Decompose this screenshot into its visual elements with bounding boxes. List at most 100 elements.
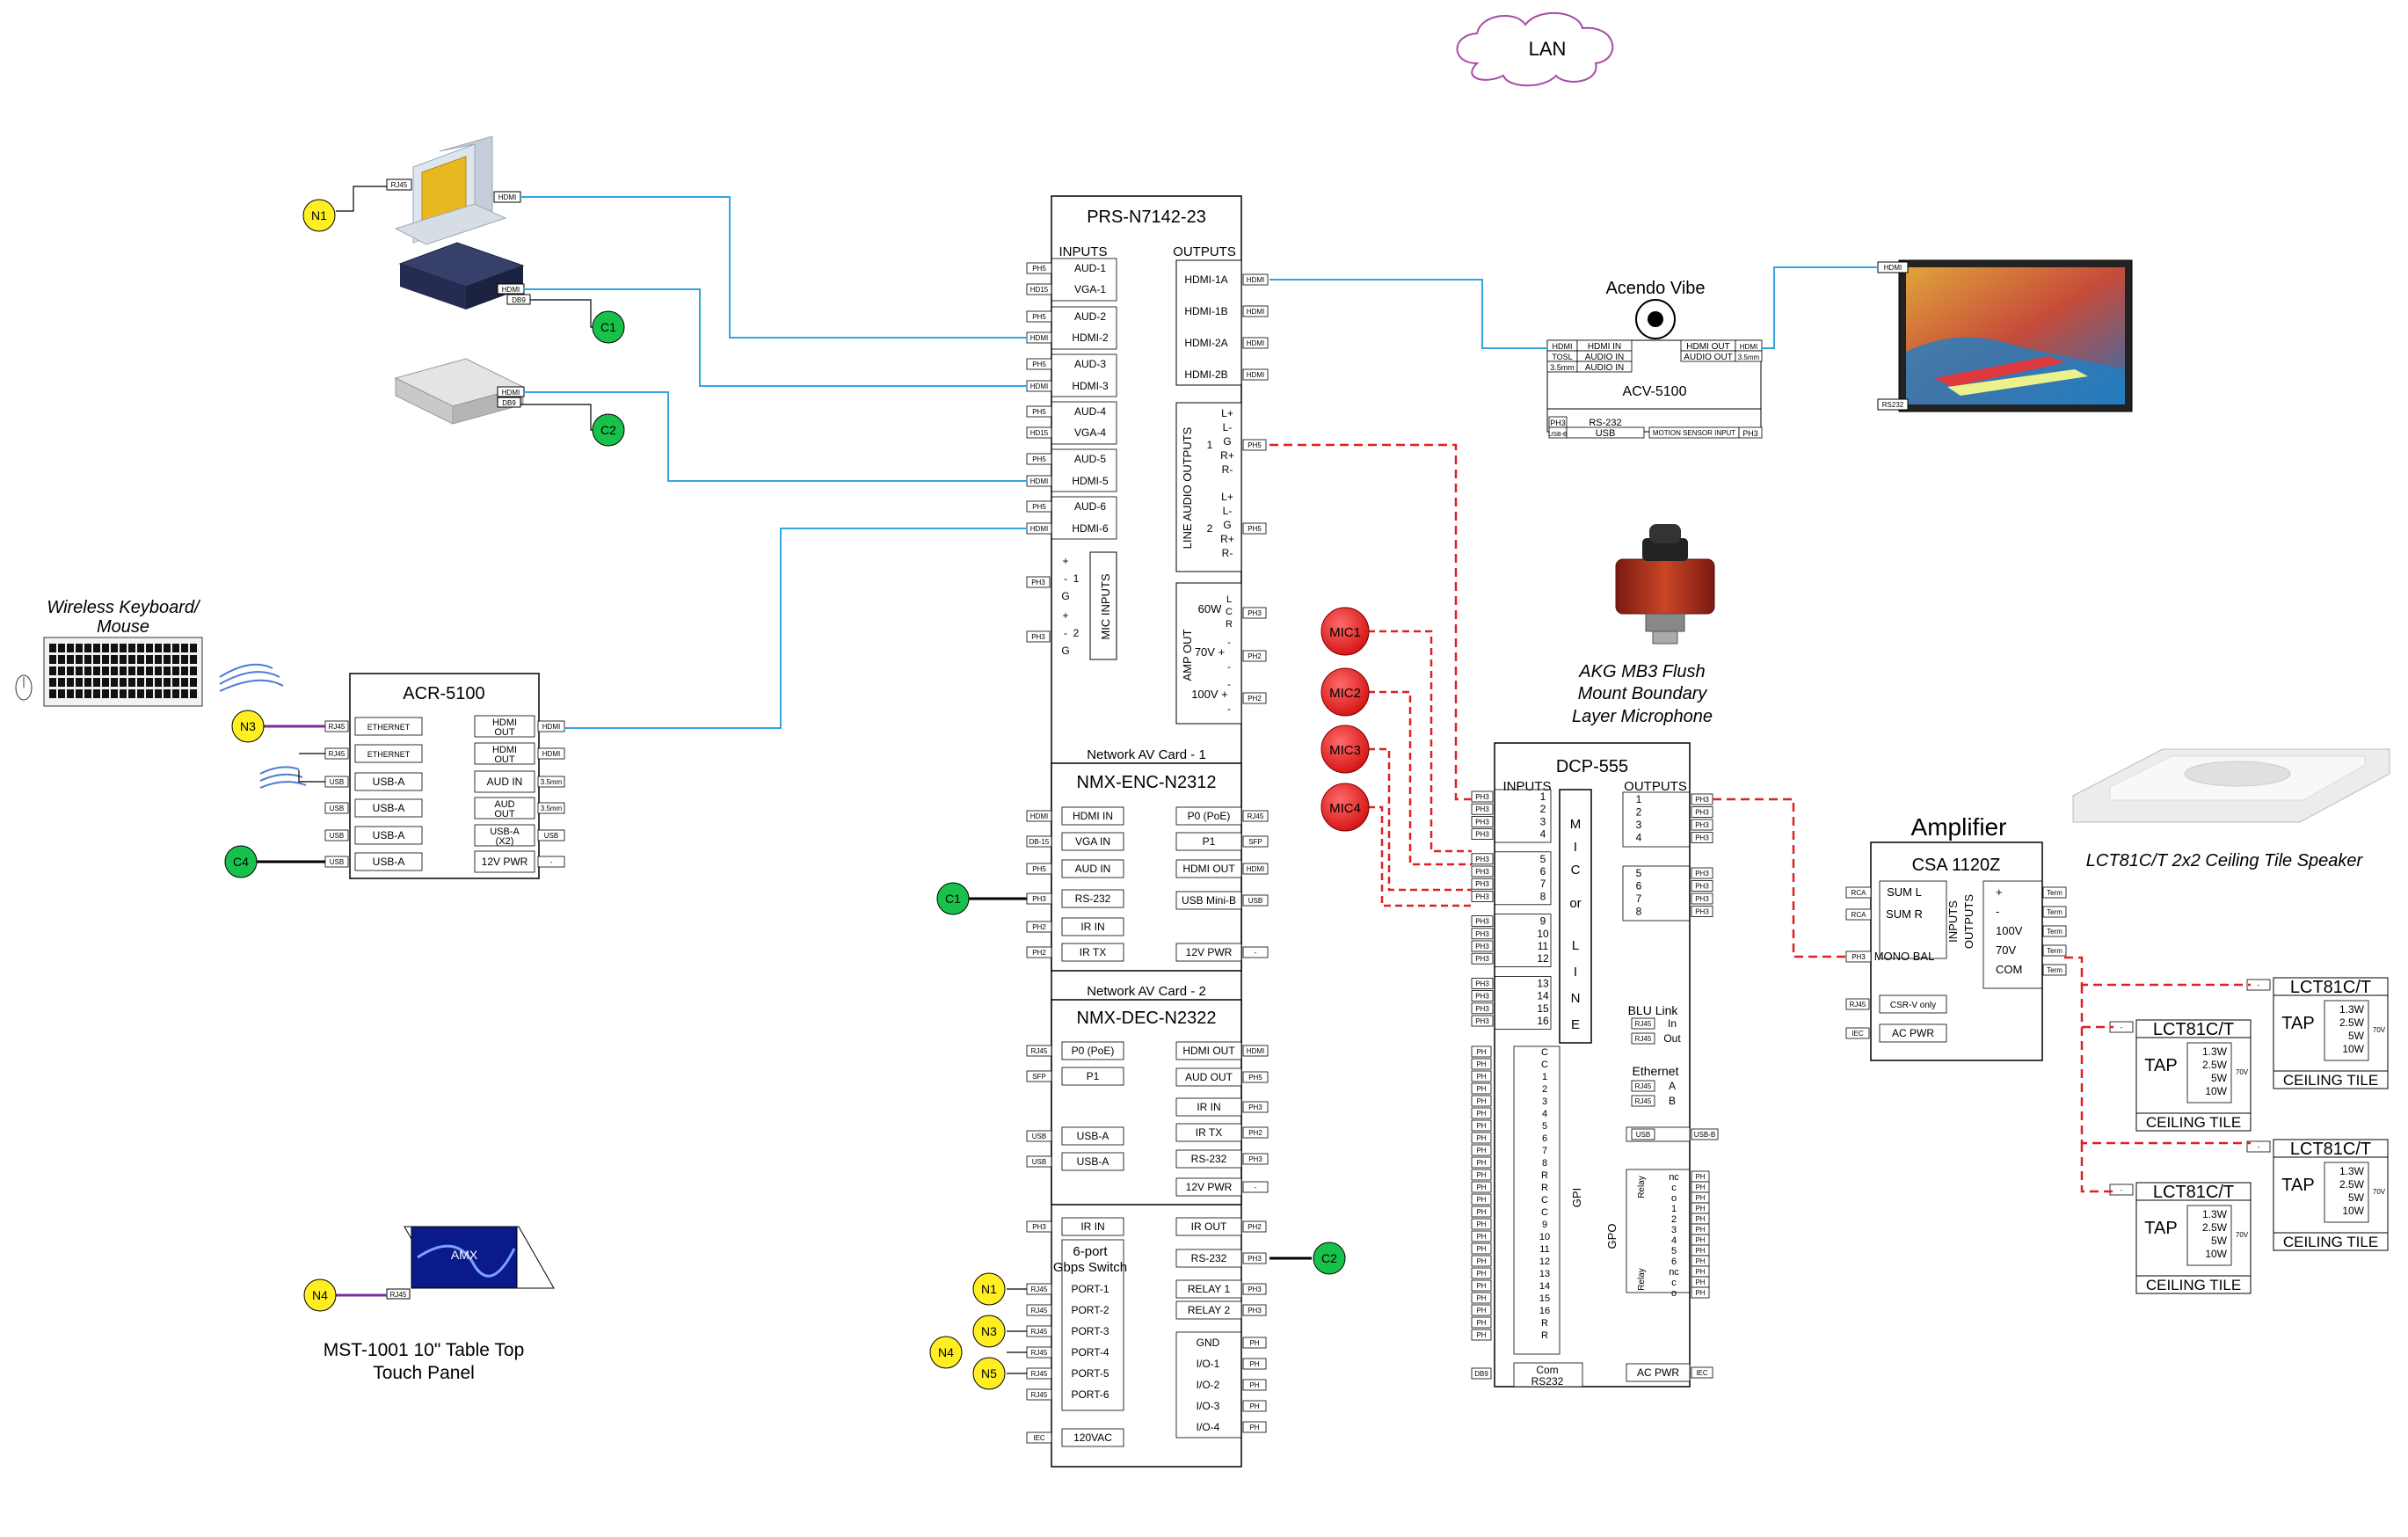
dcp-power-conn-label: IEC: [1696, 1369, 1708, 1377]
amp-name: CSA 1120Z: [1912, 856, 2001, 875]
gpi-conn-label: PH: [1476, 1245, 1486, 1253]
speaker-conn-box: [2246, 1140, 2271, 1153]
amp-power-label-cell: [1879, 1023, 1947, 1043]
amp-out-pin: -: [1227, 704, 1231, 715]
acr-right-conn-label: HDMI: [542, 723, 560, 731]
speaker-tile-cell: [2273, 1232, 2389, 1251]
ethernet-label: Ethernet: [1633, 1064, 1679, 1078]
gpi-pin: 9: [1542, 1220, 1547, 1230]
dcp-usb-conn-label: USB: [1636, 1131, 1650, 1139]
base-right-conn-label: PH: [1249, 1381, 1259, 1389]
base-right-label: I/O-1: [1197, 1358, 1220, 1370]
enc-left-label-cell: [1061, 889, 1124, 908]
enc-left-label: HDMI IN: [1073, 810, 1113, 822]
gpo-pin: c: [1671, 1183, 1677, 1193]
key: [67, 655, 74, 664]
enc-right-label-cell: [1175, 891, 1242, 910]
key: [120, 644, 127, 652]
dcp-input-conn-label: PH3: [1475, 880, 1489, 888]
mic-input-pin: -: [1064, 627, 1067, 639]
speaker-watt-box: [2324, 1000, 2369, 1061]
amp-out-conn-label: PH2: [1248, 652, 1262, 660]
speaker-conn-label: -: [2121, 1186, 2123, 1194]
prs-input-group: [1051, 448, 1117, 492]
acr-right-conn-box: [537, 829, 565, 841]
gpo-conn-label: PH: [1695, 1268, 1705, 1276]
dec-card-label: Network AV Card - 2: [1087, 984, 1206, 999]
hdmi-wire-pc: [520, 196, 1027, 339]
acr-left-label-cell: [354, 826, 423, 845]
amp-out-pin: L: [1226, 594, 1232, 605]
acr-right-conn-label: -: [550, 858, 553, 866]
key: [190, 678, 197, 687]
base-right-conn-box: [1242, 1337, 1267, 1349]
dec-left-label: P0 (PoE): [1072, 1045, 1115, 1057]
dec-left-label-cell: [1061, 1041, 1124, 1060]
acr-left-conn-box: [324, 802, 349, 814]
key: [190, 689, 197, 698]
base-right-conn-box: [1242, 1421, 1267, 1433]
audio-wire-dcp-amp: [1713, 798, 1846, 958]
gpo-pin: 3: [1671, 1225, 1677, 1235]
switch-port-label: PORT-3: [1071, 1325, 1109, 1337]
keyboard-keys: [49, 644, 197, 698]
gpo-pin: nc: [1669, 1267, 1679, 1278]
prs-input-conn-box: [1026, 426, 1052, 439]
acendo-left-label: AUDIO IN: [1585, 353, 1624, 362]
key: [128, 678, 135, 687]
acr-right-label: AUD: [494, 799, 514, 810]
key: [190, 655, 197, 664]
node-label: N3: [240, 719, 256, 733]
gpi-conn-label: PH: [1476, 1171, 1486, 1179]
key: [155, 667, 162, 675]
enc-left-conn-label: PH2: [1032, 949, 1046, 957]
acr-left-label: USB-A: [373, 829, 405, 841]
key: [84, 644, 91, 652]
enc-right-label: P0 (PoE): [1188, 810, 1231, 822]
prs-input-conn-label: PH5: [1032, 265, 1046, 273]
speaker-watt-box: [2186, 1042, 2232, 1104]
acr-right-conn-box: [537, 856, 565, 868]
gpi-conn-box: [1471, 1181, 1492, 1193]
gpi-conn-label: PH: [1476, 1233, 1486, 1241]
acendo-usb-conn: USB-B: [1548, 432, 1568, 438]
dec-right-conn-box: [1242, 1153, 1269, 1165]
line-audio-conn-label: PH5: [1248, 525, 1262, 533]
enc-left-label-cell: [1061, 832, 1124, 851]
gpi-pin: 1: [1542, 1072, 1547, 1082]
key: [67, 667, 74, 675]
blu-port-label: In: [1668, 1017, 1677, 1030]
key: [181, 644, 188, 652]
switch-port-conn-label: RJ45: [1031, 1370, 1048, 1378]
amp-input-conn-label: RCA: [1851, 911, 1867, 919]
dec-right-label-cell: [1175, 1067, 1242, 1087]
amp-out-pin: -: [1227, 662, 1231, 673]
gpo-pin: nc: [1669, 1172, 1679, 1183]
acr-right-conn-label: 3.5mm: [541, 778, 563, 786]
gpi-conn-label: PH: [1476, 1097, 1486, 1105]
enc-right-conn-label: USB: [1248, 897, 1262, 905]
node-badge: [972, 1315, 1006, 1348]
enc-right-conn-label: RJ45: [1248, 812, 1264, 820]
dcp-input-conn-box: [1471, 816, 1494, 827]
control-wire-dongle-acr: [298, 770, 325, 783]
dec-right-label-cell: [1175, 1177, 1242, 1197]
gpi-conn-box: [1471, 1316, 1492, 1329]
line-audio-group: 2: [1207, 522, 1213, 535]
speaker-watt-box: [2186, 1205, 2232, 1266]
gpi-conn-box: [1471, 1119, 1492, 1132]
blu-conn-box: [1631, 1017, 1655, 1030]
enc-left-conn-label: PH3: [1032, 895, 1046, 903]
key: [111, 689, 118, 698]
key: [84, 678, 91, 687]
prs-name: PRS-N7142-23: [1087, 208, 1206, 227]
gpo-conn-label: PH: [1695, 1194, 1705, 1202]
acendo-left-conn: 3.5mm: [1550, 363, 1575, 372]
eth-conn-box: [1631, 1080, 1655, 1092]
dcp-output-conn-box: [1691, 819, 1713, 831]
key: [128, 689, 135, 698]
gpi-pin: C: [1541, 1047, 1548, 1058]
node-label: N4: [938, 1345, 954, 1359]
flat-panel-display: HDMI RS232: [1877, 259, 2133, 412]
